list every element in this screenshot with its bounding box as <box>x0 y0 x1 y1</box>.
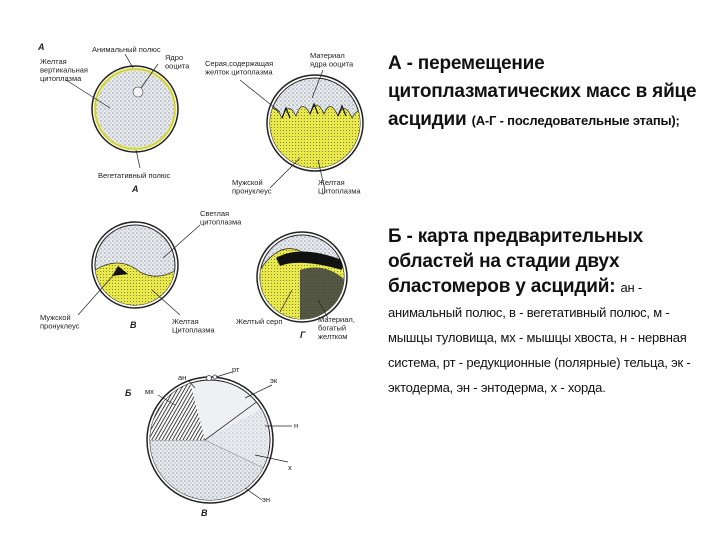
part-b-paragraph: Б - карта предварительных областей на ст… <box>388 224 706 399</box>
label-vegetal-pole: Вегетативный полюс <box>98 171 171 180</box>
label-an: ан <box>178 373 186 382</box>
label-en: эн <box>262 495 270 504</box>
part-b-title: Б - карта предварительных областей на ст… <box>388 226 643 297</box>
label-n: н <box>294 421 298 430</box>
label-yellow-crescent: Желтый серп <box>236 317 282 326</box>
egg-stage-c <box>92 222 180 310</box>
label-g-letter: Г <box>300 330 306 340</box>
part-a-paragraph: А - перемещение цитоплазматических масс … <box>388 50 706 134</box>
label-animal-pole: Анимальный полюс <box>92 45 161 54</box>
part-a-note: (А-Г - последовательные этапы); <box>472 113 680 128</box>
label-rt: рт <box>232 365 240 374</box>
egg-stage-b <box>262 75 370 180</box>
description-text: А - перемещение цитоплазматических масс … <box>388 50 706 399</box>
part-b-note: ан - анимальный полюс, в - вегетативный … <box>388 280 691 395</box>
label-kh: х <box>288 463 292 472</box>
label-mkh: мх <box>145 387 154 396</box>
label-v-letter: В <box>201 508 208 518</box>
label-a-top: А <box>37 42 45 52</box>
label-a-bottom: А <box>131 184 139 194</box>
label-b-cyr: Б <box>125 388 132 398</box>
egg-stage-a <box>92 66 178 152</box>
label-ek: эк <box>270 376 278 385</box>
fate-map-egg <box>147 375 273 505</box>
label-b-letter: В <box>130 320 137 330</box>
